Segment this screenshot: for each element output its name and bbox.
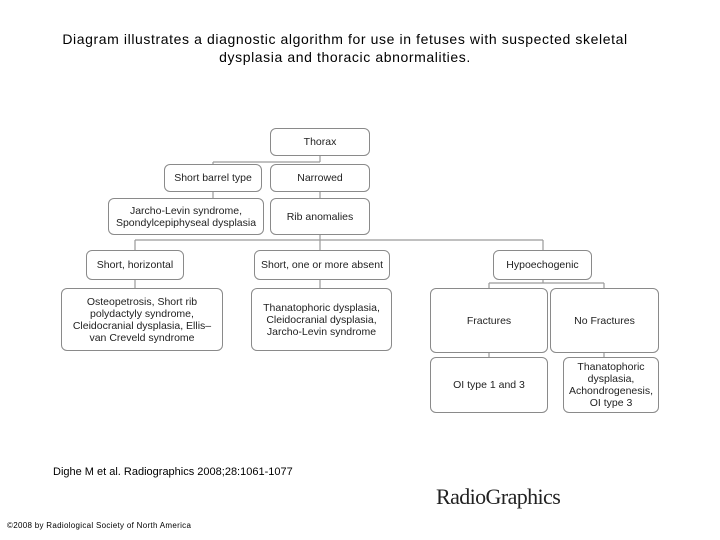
- node-rib-anomalies: Rib anomalies: [270, 198, 370, 235]
- node-short-horizontal: Short, horizontal: [86, 250, 184, 280]
- node-fractures: Fractures: [430, 288, 548, 353]
- node-thorax: Thorax: [270, 128, 370, 156]
- node-short-absent: Short, one or more absent: [254, 250, 390, 280]
- node-hypoechogenic: Hypoechogenic: [493, 250, 592, 280]
- node-osteopetrosis-group: Osteopetrosis, Short rib polydactyly syn…: [61, 288, 223, 351]
- node-narrowed: Narrowed: [270, 164, 370, 192]
- node-jarcho-spondylo: Jarcho-Levin syndrome, Spondylcepiphysea…: [108, 198, 264, 235]
- node-oi-type-1-3: OI type 1 and 3: [430, 357, 548, 413]
- page-title: Diagram illustrates a diagnostic algorit…: [62, 31, 628, 65]
- citation: Dighe M et al. Radiographics 2008;28:106…: [53, 466, 293, 478]
- radiographics-logo: RadioGraphics: [436, 484, 561, 509]
- node-short-barrel-type: Short barrel type: [164, 164, 262, 192]
- node-thanatophoric-group: Thanatophoric dysplasia, Cleidocranial d…: [251, 288, 392, 351]
- node-no-fractures: No Fractures: [550, 288, 659, 353]
- copyright-notice: ©2008 by Radiological Society of North A…: [7, 521, 192, 530]
- node-thanatophoric-achondro: Thanatophoric dysplasia, Achondrogenesis…: [563, 357, 659, 413]
